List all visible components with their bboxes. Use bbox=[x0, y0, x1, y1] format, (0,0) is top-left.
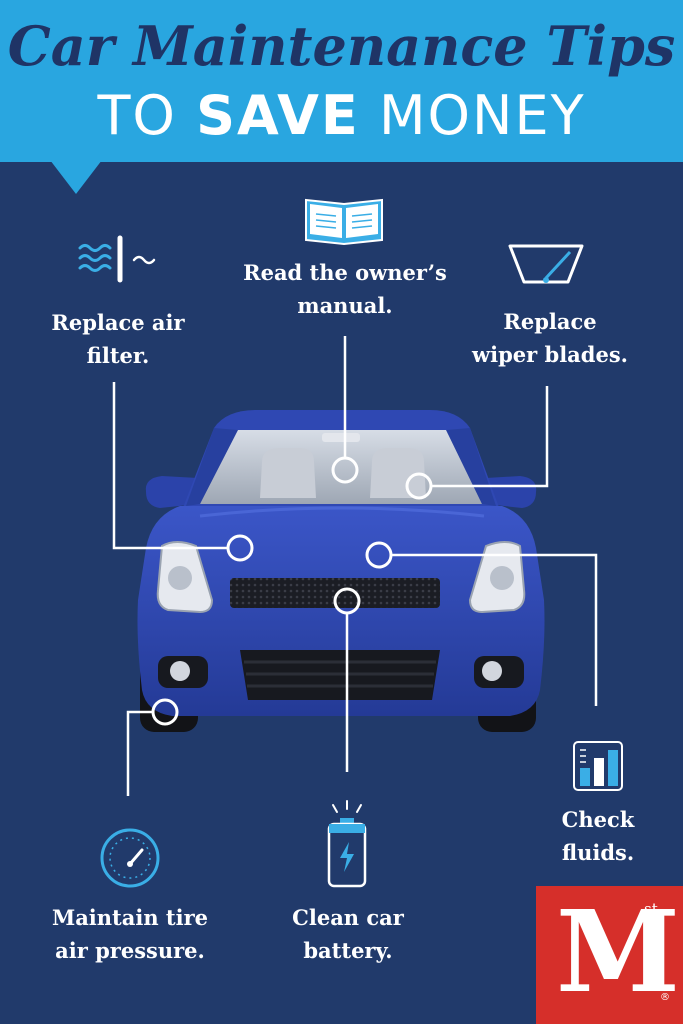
title-suffix: MONEY bbox=[359, 84, 586, 147]
tip-maintain-tire-pressure: Maintain tire air pressure. bbox=[40, 901, 220, 967]
logo-letter: M bbox=[556, 887, 680, 1018]
lower-grille-slats bbox=[244, 660, 436, 688]
fluids-marker bbox=[365, 541, 393, 569]
right-seat bbox=[370, 448, 426, 498]
logo-superscript: st bbox=[644, 900, 658, 918]
tip-line: Check bbox=[561, 807, 635, 832]
callout-markers bbox=[151, 456, 433, 726]
brand-logo: M st ® bbox=[536, 886, 683, 1024]
callout-lines bbox=[112, 336, 598, 796]
rearview-mirror bbox=[322, 433, 360, 442]
fluids-line bbox=[392, 553, 598, 706]
hood-highlight bbox=[199, 506, 485, 518]
tip-line: Read the owner’s bbox=[243, 260, 447, 285]
open-book-icon bbox=[305, 198, 383, 246]
title-emphasis: SAVE bbox=[196, 84, 360, 147]
tip-replace-air-filter: Replace air filter. bbox=[38, 306, 198, 372]
upper-grille bbox=[230, 578, 440, 608]
tip-line: wiper blades. bbox=[472, 342, 628, 367]
tip-line: Maintain tire bbox=[51, 905, 209, 930]
logo-registered-mark: ® bbox=[660, 992, 670, 1003]
tip-line: air pressure. bbox=[55, 938, 205, 963]
left-foglight bbox=[170, 661, 190, 681]
air-filter-marker bbox=[226, 534, 254, 562]
left-seat bbox=[260, 448, 316, 498]
title-banner bbox=[0, 0, 683, 162]
tip-line: battery. bbox=[303, 938, 393, 963]
left-pillar bbox=[186, 428, 238, 506]
pressure-gauge-icon bbox=[100, 828, 160, 888]
tip-line: Replace air bbox=[51, 310, 185, 335]
right-headlight-lens bbox=[490, 566, 514, 590]
right-foglight bbox=[482, 661, 502, 681]
right-mirror bbox=[486, 476, 537, 508]
tip-check-fluids: Check fluids. bbox=[548, 803, 648, 869]
tire-marker bbox=[151, 698, 179, 726]
left-headlight-lens bbox=[168, 566, 192, 590]
tip-clean-car-battery: Clean car battery. bbox=[278, 901, 418, 967]
battery-marker bbox=[333, 587, 361, 615]
title-line-1: Car Maintenance Tips bbox=[7, 14, 676, 78]
title-prefix: TO bbox=[97, 84, 197, 147]
manual-marker bbox=[331, 456, 359, 484]
tip-line: Replace bbox=[503, 309, 597, 334]
battery-icon bbox=[327, 800, 367, 888]
tire-line bbox=[126, 710, 152, 796]
air-flow-icon bbox=[78, 235, 156, 283]
left-mirror bbox=[145, 476, 198, 508]
fluid-levels-icon bbox=[573, 741, 623, 791]
tip-line: manual. bbox=[297, 293, 393, 318]
title-line-2: TO SAVE MONEY bbox=[0, 84, 683, 147]
banner-pointer bbox=[50, 160, 102, 194]
tip-line: fluids. bbox=[561, 840, 635, 865]
wiper-line bbox=[432, 386, 549, 488]
tip-read-owners-manual: Read the owner’s manual. bbox=[225, 256, 465, 322]
windshield-wiper-icon bbox=[508, 244, 584, 284]
air-filter-line bbox=[112, 382, 228, 550]
tip-line: Clean car bbox=[292, 905, 404, 930]
tip-line: filter. bbox=[86, 343, 150, 368]
wiper-marker bbox=[405, 472, 433, 500]
tip-replace-wiper-blades: Replace wiper blades. bbox=[460, 305, 640, 371]
